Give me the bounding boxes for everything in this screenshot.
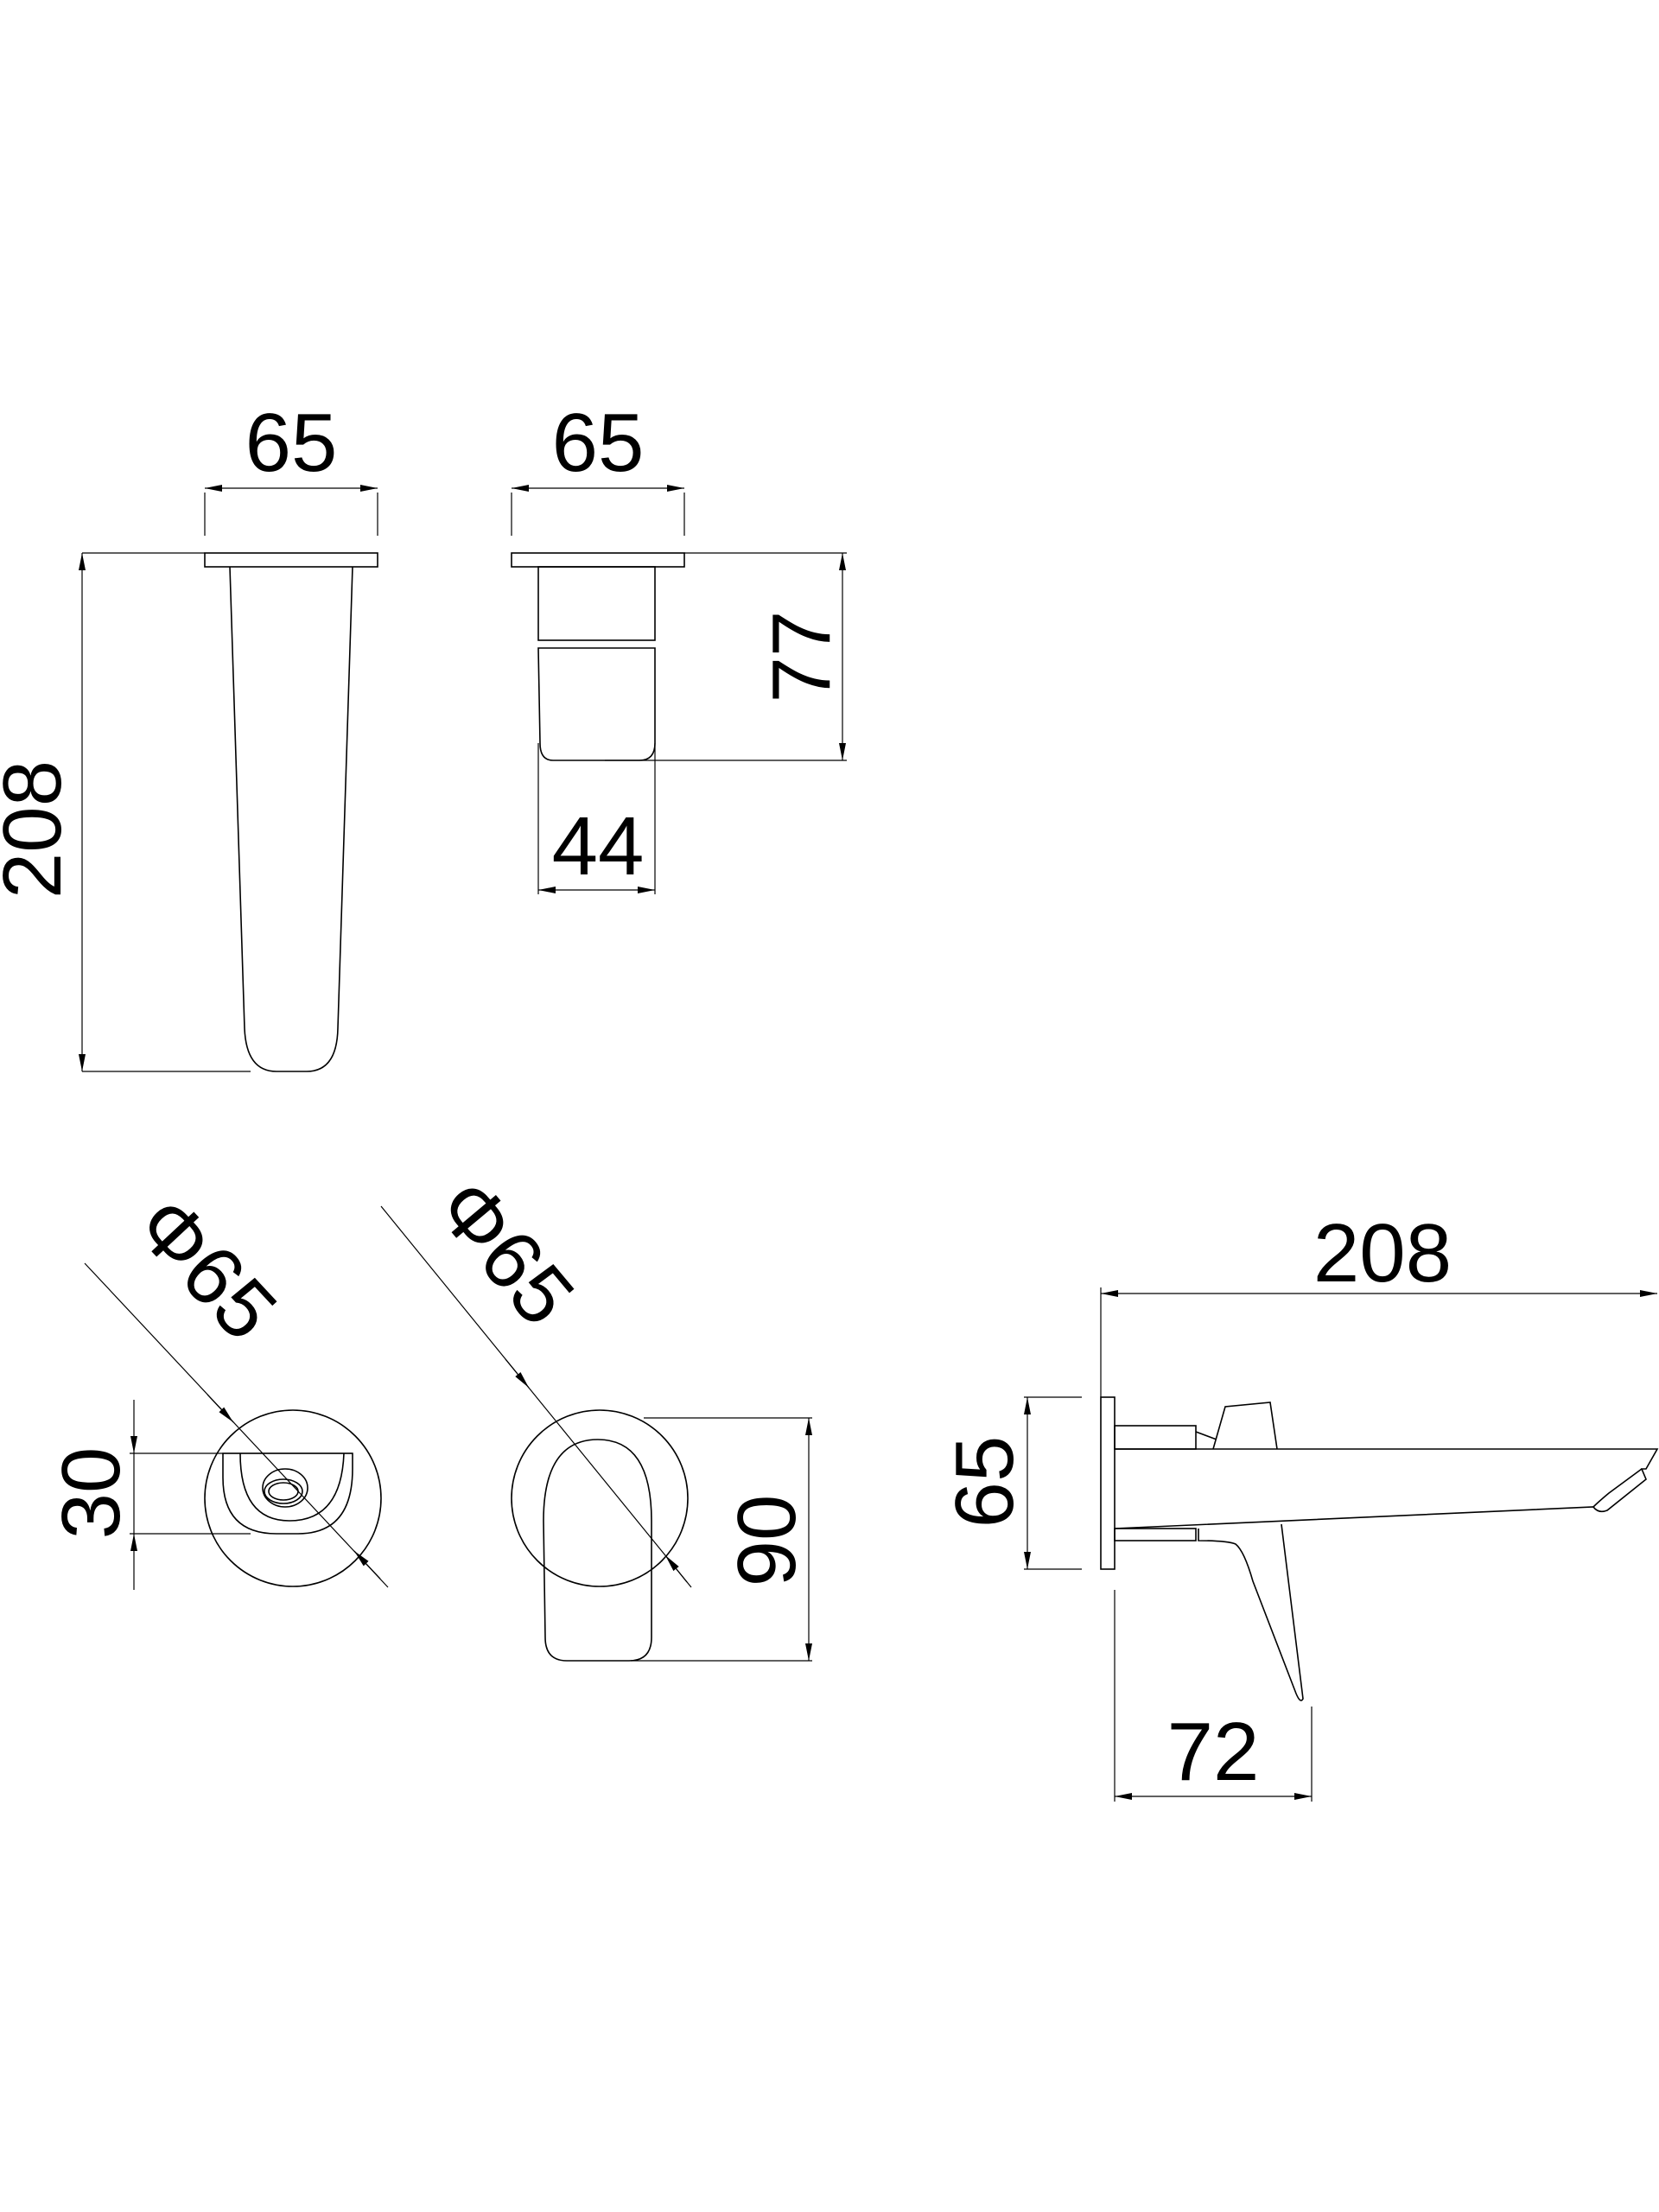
spout-diameter-label: Φ65 xyxy=(118,1179,294,1357)
side-wall-plate xyxy=(1100,1396,1116,1570)
handle-width-label: 44 xyxy=(552,800,645,893)
mixer-diameter-leader xyxy=(380,1205,692,1588)
spout-width-label: 65 xyxy=(245,397,338,489)
spout-diameter-leader xyxy=(84,1262,389,1588)
spout-length-label: 208 xyxy=(0,760,79,899)
mixer-front-view: 90 Φ65 xyxy=(380,1161,813,1662)
side-handle xyxy=(1198,1523,1304,1701)
mixer-handle-front xyxy=(543,1439,652,1662)
mixer-plate-circle xyxy=(511,1409,689,1587)
side-spout xyxy=(1114,1448,1659,1529)
side-body-lower xyxy=(1114,1528,1197,1541)
mixer-diameter-label: Φ65 xyxy=(419,1161,592,1342)
mixer-width-label: 65 xyxy=(552,397,645,489)
spout-wall-plate xyxy=(204,552,378,568)
mixer-wall-plate xyxy=(511,552,685,568)
side-lever xyxy=(1195,1402,1278,1450)
mixer-top-view: 65 77 44 xyxy=(511,397,848,894)
reach-label: 208 xyxy=(1313,1207,1452,1300)
side-view: 208 65 72 xyxy=(938,1207,1659,1802)
mixer-depth-label: 77 xyxy=(755,611,848,703)
spout-plate-circle xyxy=(204,1409,382,1587)
aerator-outer xyxy=(262,1468,308,1508)
handle-height-label: 90 xyxy=(721,1495,813,1587)
spout-outlet-shape xyxy=(222,1452,353,1535)
side-body-upper xyxy=(1114,1425,1197,1450)
mixer-handle xyxy=(537,647,656,761)
aerator-inner xyxy=(264,1478,303,1504)
spout-front-view: 30 Φ65 xyxy=(45,1179,389,1590)
mixer-body xyxy=(537,566,656,641)
spout-top-view: 65 208 xyxy=(0,397,378,1072)
plate-height-label: 65 xyxy=(938,1436,1031,1529)
outlet-height-label: 30 xyxy=(45,1447,137,1540)
spout-body xyxy=(229,566,353,1072)
handle-projection-label: 72 xyxy=(1167,1706,1260,1798)
